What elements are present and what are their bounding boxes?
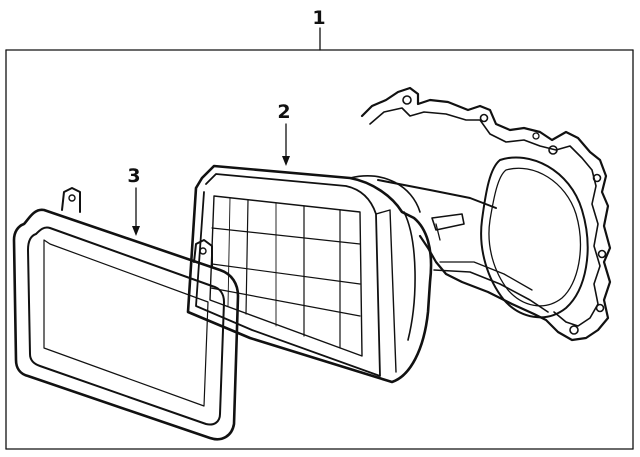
callout-1: 1 bbox=[312, 7, 326, 51]
callout-2-arrowhead bbox=[282, 156, 290, 166]
callout-3-arrowhead bbox=[132, 226, 140, 236]
callout-1-label: 1 bbox=[312, 7, 325, 29]
part-1-housing bbox=[360, 86, 612, 342]
assembly-frame bbox=[5, 49, 634, 450]
callout-3: 3 bbox=[127, 165, 141, 236]
callout-2-label: 2 bbox=[277, 101, 290, 123]
callout-3-label: 3 bbox=[127, 165, 140, 187]
callout-2: 2 bbox=[277, 101, 291, 166]
part-3-retaining-ring bbox=[12, 187, 240, 441]
part-2-sealed-beam-lamp bbox=[186, 164, 433, 384]
